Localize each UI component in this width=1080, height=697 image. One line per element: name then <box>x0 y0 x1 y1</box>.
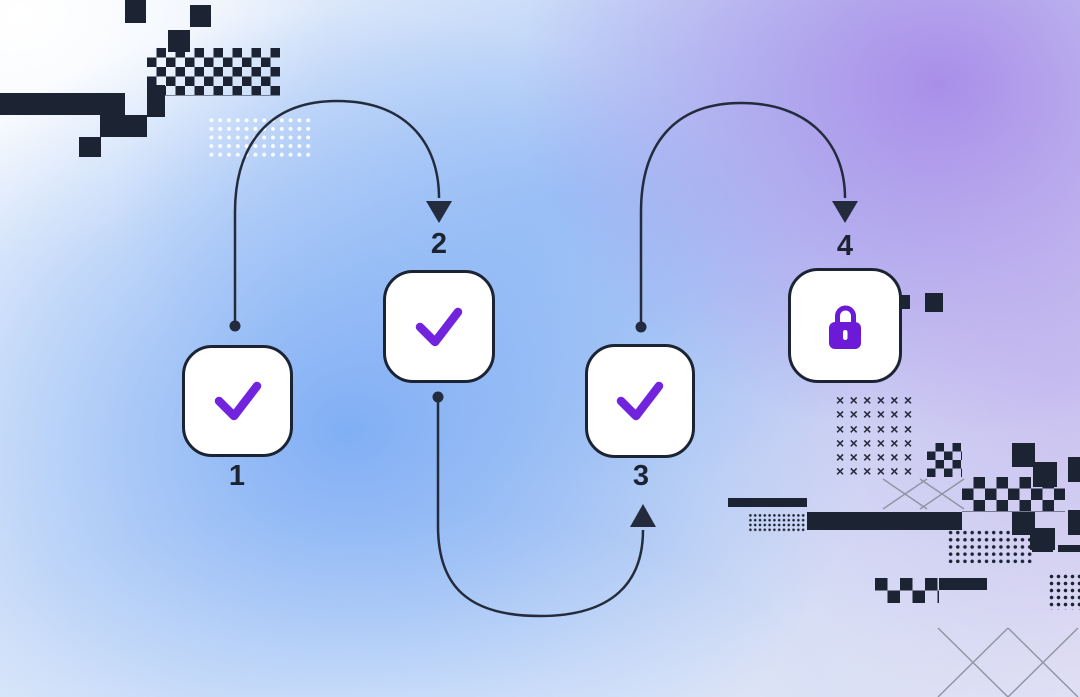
step-2-label: 2 <box>430 228 448 260</box>
checkerboard-pattern <box>147 48 280 96</box>
step-4-label: 4 <box>836 230 854 262</box>
arrowhead-up-icon <box>630 504 656 527</box>
pixel-bar <box>939 578 987 590</box>
white-dot-grid-pattern <box>207 116 313 158</box>
pixel-square <box>125 0 146 23</box>
connector-start-dot <box>635 321 647 333</box>
pixel-square <box>79 137 101 157</box>
pixel-square <box>1012 443 1035 467</box>
pixel-square <box>1068 457 1080 482</box>
pixel-square <box>190 5 211 27</box>
step-2-box <box>383 270 495 383</box>
step-3-label: 3 <box>632 460 650 492</box>
connector-start-dot <box>229 320 241 332</box>
x-mark-grid-pattern: ×××××× ×××××× ×××××× ×××××× ×××××× ×××××… <box>836 392 918 480</box>
pixel-square <box>1030 528 1055 550</box>
pixel-bar <box>0 93 125 115</box>
arrowhead-down-icon <box>426 201 452 223</box>
check-icon <box>214 381 261 421</box>
pixel-square <box>925 293 943 312</box>
pixel-bar <box>728 498 807 507</box>
navy-dot-grid-pattern <box>1048 573 1080 610</box>
gray-x-lines-large <box>937 627 1079 697</box>
pixel-bar <box>1058 545 1080 552</box>
checkerboard-pattern <box>875 578 939 603</box>
navy-dot-grid-pattern <box>748 513 806 533</box>
check-icon <box>415 307 463 346</box>
pixel-bar <box>147 85 165 117</box>
connector-start-dot <box>432 391 444 403</box>
step-1-box <box>182 345 293 457</box>
pixel-bar <box>100 115 147 137</box>
pixel-square <box>168 30 190 52</box>
step-3-box <box>585 344 695 458</box>
check-icon <box>616 381 664 421</box>
gray-x-lines-small <box>882 478 965 510</box>
step-4-box <box>788 268 902 383</box>
pixel-bar <box>807 512 962 530</box>
pixel-bar <box>1032 545 1053 552</box>
pixel-square <box>1068 510 1080 535</box>
step-1-label: 1 <box>228 460 246 492</box>
checkerboard-pattern <box>927 443 962 477</box>
lock-icon <box>829 305 861 349</box>
arrowhead-down-icon <box>832 201 858 223</box>
navy-dot-grid-pattern <box>947 529 1033 564</box>
checkerboard-pattern <box>962 477 1065 512</box>
